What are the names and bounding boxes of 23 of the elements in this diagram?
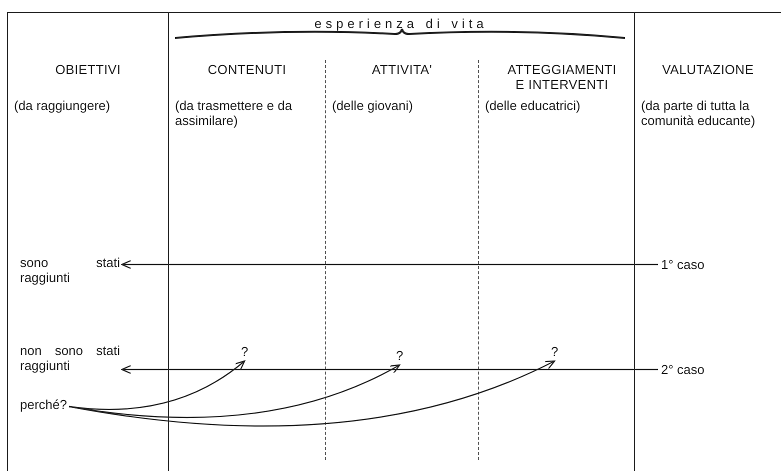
- column-heading: ATTIVITA': [370, 62, 434, 77]
- question-mark: ?: [241, 344, 248, 359]
- question-mark: ?: [396, 348, 404, 363]
- arrow: [68, 360, 246, 410]
- arrow: [68, 360, 556, 426]
- column-subtitle: (da trasmettere e da assimilare): [175, 98, 294, 128]
- arrow: [121, 260, 658, 270]
- column-heading: OBIETTIVI: [54, 62, 122, 77]
- column-heading: VALUTAZIONE: [661, 62, 755, 77]
- row-label: sono stati raggiunti: [20, 255, 120, 285]
- row-label: non sono stati raggiunti: [20, 343, 120, 373]
- column-subtitle: (delle giovani): [332, 98, 414, 113]
- arrow: [121, 364, 658, 374]
- column-subtitle: (delle educatrici): [485, 98, 582, 113]
- case-label: 1° caso: [661, 257, 705, 272]
- group-label: esperienza di vita: [314, 16, 488, 31]
- column-heading: CONTENUTI: [206, 62, 288, 77]
- question-mark: ?: [551, 344, 558, 359]
- row-label: perché?: [20, 397, 67, 412]
- case-label: 2° caso: [661, 362, 705, 377]
- column-subtitle: (da raggiungere): [14, 98, 112, 113]
- column-subtitle: (da parte di tutta la comunità educante): [641, 98, 756, 128]
- column-heading: ATTEGGIAMENTI E INTERVENTI: [506, 62, 618, 92]
